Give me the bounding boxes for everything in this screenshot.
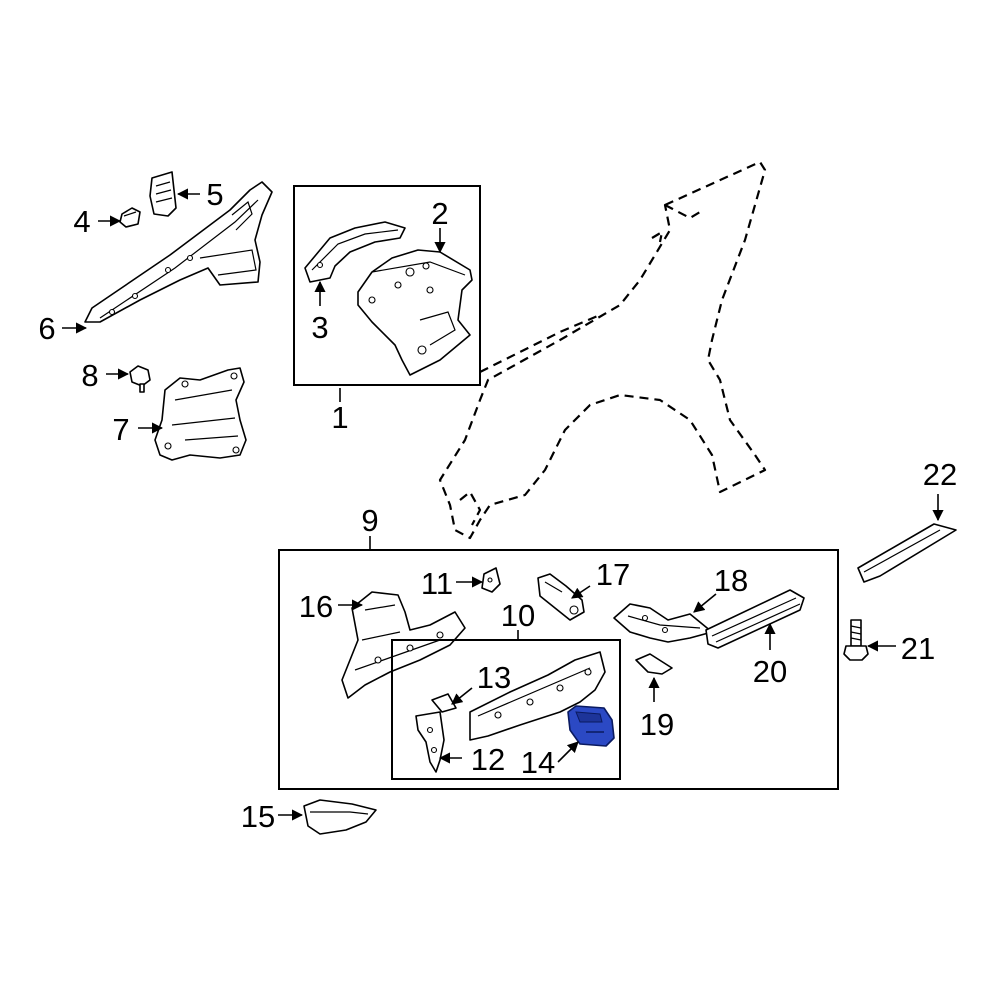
part-3-bracket [304, 221, 406, 283]
callout-14: 14 [521, 745, 555, 780]
callout-12: 12 [471, 742, 505, 777]
part-2-strut-tower [357, 249, 473, 376]
callout-20: 20 [753, 654, 787, 689]
callout-10: 10 [501, 598, 535, 633]
callout-17: 17 [596, 557, 630, 592]
part-8-push-pin [129, 365, 151, 393]
part-22-rail [857, 523, 957, 583]
callout-16: 16 [299, 589, 333, 624]
part-16-plate [341, 591, 466, 699]
part-14-highlighted-block [567, 705, 615, 747]
part-19-bracket [635, 653, 673, 675]
callout-11: 11 [421, 566, 453, 601]
part-12-bracket [415, 711, 445, 773]
callout-8: 8 [81, 358, 98, 393]
part-4-clip [119, 207, 141, 228]
group-box-1 [293, 185, 481, 386]
part-13-clip [431, 693, 457, 713]
callout-22: 22 [923, 457, 957, 492]
callout-21: 21 [901, 631, 935, 666]
callout-3: 3 [311, 310, 328, 345]
callout-13: 13 [477, 660, 511, 695]
part-6-apron-rail [84, 181, 273, 323]
callout-9: 9 [361, 503, 378, 538]
callout-1: 1 [331, 400, 348, 435]
callout-15: 15 [241, 799, 275, 834]
part-11-clip [481, 567, 501, 593]
fender-outline [438, 160, 767, 540]
group-box-9 [278, 549, 839, 790]
callout-7: 7 [112, 412, 129, 447]
callout-6: 6 [38, 311, 55, 346]
part-7-shield [154, 367, 247, 461]
part-17-bracket [537, 573, 585, 621]
callout-4: 4 [73, 204, 90, 239]
part-10-member [469, 651, 606, 741]
part-15-bracket [303, 799, 377, 835]
callout-19: 19 [640, 707, 674, 742]
group-box-10 [391, 639, 621, 780]
leader-lines [62, 188, 944, 821]
callout-labels: 1 2 3 4 5 6 7 8 9 10 11 12 13 14 15 16 1… [38, 177, 957, 834]
part-5-bracket [149, 171, 177, 217]
part-20-rail [705, 589, 805, 649]
callout-5: 5 [206, 177, 223, 212]
part-21-bolt [843, 619, 869, 661]
callout-2: 2 [431, 196, 448, 231]
callout-18: 18 [714, 563, 748, 598]
